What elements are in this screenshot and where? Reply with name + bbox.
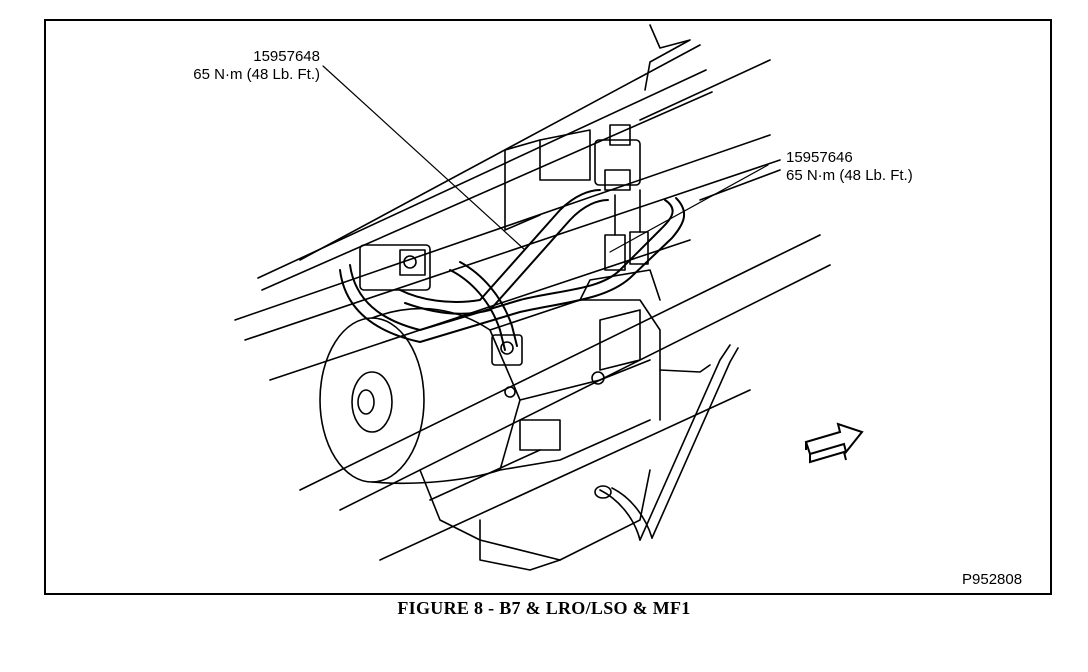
callout-torque: 65 N·m (48 Lb. Ft.) — [786, 167, 913, 184]
fittings — [359, 124, 649, 366]
figure-id: P952808 — [962, 571, 1023, 588]
callout-15957648: 15957648 65 N·m (48 Lb. Ft.) — [170, 48, 320, 84]
figure-caption: FIGURE 8 - B7 & LRO/LSO & MF1 — [397, 598, 691, 618]
front-direction-arrow-icon — [804, 422, 864, 464]
transmission-housing — [319, 269, 661, 571]
callout-part-number: 15957648 — [253, 48, 320, 65]
callout-part-number: 15957646 — [786, 149, 853, 166]
break-line — [644, 24, 691, 91]
dipstick-tube — [594, 344, 739, 541]
frame-rails — [234, 44, 831, 561]
cooler-line-outer — [339, 197, 686, 343]
leader-lines — [322, 65, 769, 253]
callout-15957646: 15957646 65 N·m (48 Lb. Ft.) — [786, 149, 913, 185]
cooler-line-inner — [399, 189, 609, 351]
callout-torque: 65 N·m (48 Lb. Ft.) — [193, 66, 320, 83]
